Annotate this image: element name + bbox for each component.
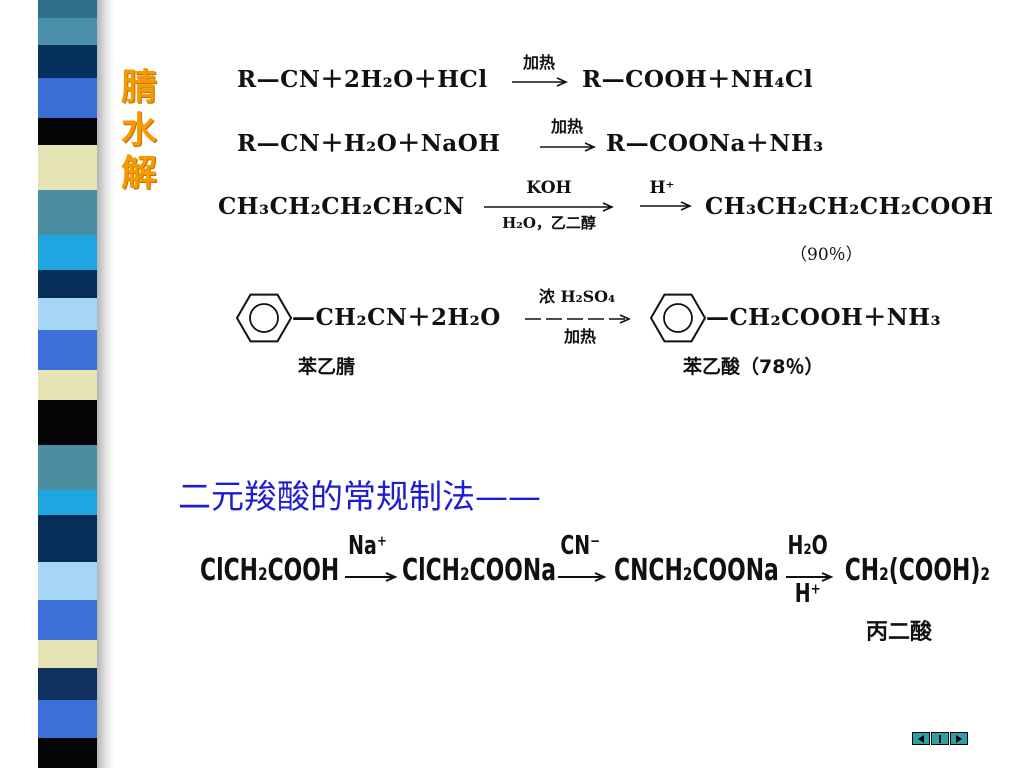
stripe-block <box>38 490 97 515</box>
previous-slide-button[interactable] <box>912 732 930 745</box>
decorative-stripe <box>38 0 97 768</box>
acid-hydrolysis-condition: 加热 <box>522 53 555 72</box>
phenylacetonitrile-name: 苯乙腈 <box>298 356 356 378</box>
benzene-ring-icon <box>649 293 707 343</box>
reaction-arrow <box>345 572 398 582</box>
phenylacetic-acid-name: 苯乙酸（78％） <box>683 356 824 378</box>
reaction-arrow <box>640 201 692 211</box>
stripe-shadow <box>97 0 114 768</box>
reaction-arrow <box>540 142 596 152</box>
benzene-ring-icon <box>235 293 293 343</box>
stripe-block <box>38 0 97 18</box>
stripe-block <box>38 738 97 768</box>
phenylacetonitrile-reactants: —CH₂CN＋2H₂O <box>292 304 501 331</box>
malonic-step3-reagent-above: H₂O <box>787 531 828 561</box>
section-heading: 二元羧酸的常规制法—— <box>178 477 541 516</box>
next-slide-button[interactable] <box>950 732 968 745</box>
malonic-step3-condition-below: H⁺ <box>770 581 845 607</box>
bar-icon <box>939 734 941 743</box>
stripe-block <box>38 145 97 190</box>
stripe-block <box>38 370 97 400</box>
benzene-hexagon <box>649 293 707 343</box>
stripe-block <box>38 400 97 445</box>
malonic-product-name: 丙二酸 <box>866 620 933 645</box>
stripe-block <box>38 118 97 145</box>
reaction-arrow <box>525 314 631 324</box>
base-hydrolysis-products: R—COONa＋NH₃ <box>606 130 824 157</box>
stripe-block <box>38 78 97 118</box>
reaction-arrow <box>484 202 614 212</box>
malonic-step2-condition: CN⁻ <box>543 533 618 559</box>
phenylacetic-acid-products: —CH₂COOH＋NH₃ <box>706 304 942 331</box>
slide-nav-middle-button[interactable] <box>931 732 949 745</box>
stripe-block <box>38 18 97 45</box>
malonic-step1-condition: Na⁺ <box>330 533 405 559</box>
malonic-step1-reagent: Na⁺ <box>348 531 387 561</box>
pentanoic-acid-yield: （90％） <box>790 245 863 265</box>
stripe-block <box>38 45 97 78</box>
benzene-aromatic-circle <box>663 303 693 333</box>
stripe-block <box>38 600 97 640</box>
base-hydrolysis-reactants: R—CN＋H₂O＋NaOH <box>237 130 501 157</box>
stripe-block <box>38 270 97 298</box>
stripe-block <box>38 640 97 668</box>
reaction-arrow <box>558 572 607 582</box>
pentanoic-step1-solvent: H₂O，乙二醇 <box>502 214 596 232</box>
stripe-block <box>38 190 97 235</box>
slide-title: 腈水解 <box>121 67 158 194</box>
triangle-right-icon <box>956 734 962 743</box>
stripe-block <box>38 668 97 700</box>
stripe-block <box>38 445 97 490</box>
malonic-step2-reagent: CN⁻ <box>560 531 601 561</box>
acid-hydrolysis-products: R—COOH＋NH₄Cl <box>582 66 814 93</box>
reaction-arrow <box>512 77 568 87</box>
stripe-block <box>38 700 97 738</box>
base-hydrolysis-condition: 加热 <box>550 117 583 136</box>
stripe-block <box>38 330 97 370</box>
malonic-intermediate2: CNCH₂COONa <box>614 553 779 588</box>
malonic-product: CH₂(COOH)₂ <box>844 553 990 588</box>
pentanoic-step1-reagent: KOH <box>526 178 572 198</box>
stripe-block <box>38 562 97 600</box>
benzene-hexagon <box>235 293 293 343</box>
pentanoic-step2-reagent: H⁺ <box>649 178 675 198</box>
pentanenitrile-reactant: CH₃CH₂CH₂CH₂CN <box>218 193 465 220</box>
benzene-aromatic-circle <box>249 303 279 333</box>
stripe-block <box>38 515 97 562</box>
malonic-step3-condition-above: H₂O <box>770 533 845 559</box>
phenylacetic-condition-below: 加热 <box>563 327 596 346</box>
acid-hydrolysis-reactants: R—CN＋2H₂O＋HCl <box>237 66 488 93</box>
slide-navigation <box>912 732 969 745</box>
phenylacetic-condition-above: 浓 H₂SO₄ <box>538 287 616 306</box>
pentanoic-acid-product: CH₃CH₂CH₂CH₂COOH <box>705 193 994 220</box>
triangle-left-icon <box>918 734 924 743</box>
malonic-start: ClCH₂COOH <box>200 553 340 588</box>
stripe-block <box>38 298 97 330</box>
reaction-arrow-head <box>619 314 631 324</box>
malonic-step3-reagent-below: H⁺ <box>794 579 821 609</box>
malonic-intermediate1: ClCH₂COONa <box>402 553 556 588</box>
stripe-block <box>38 235 97 270</box>
